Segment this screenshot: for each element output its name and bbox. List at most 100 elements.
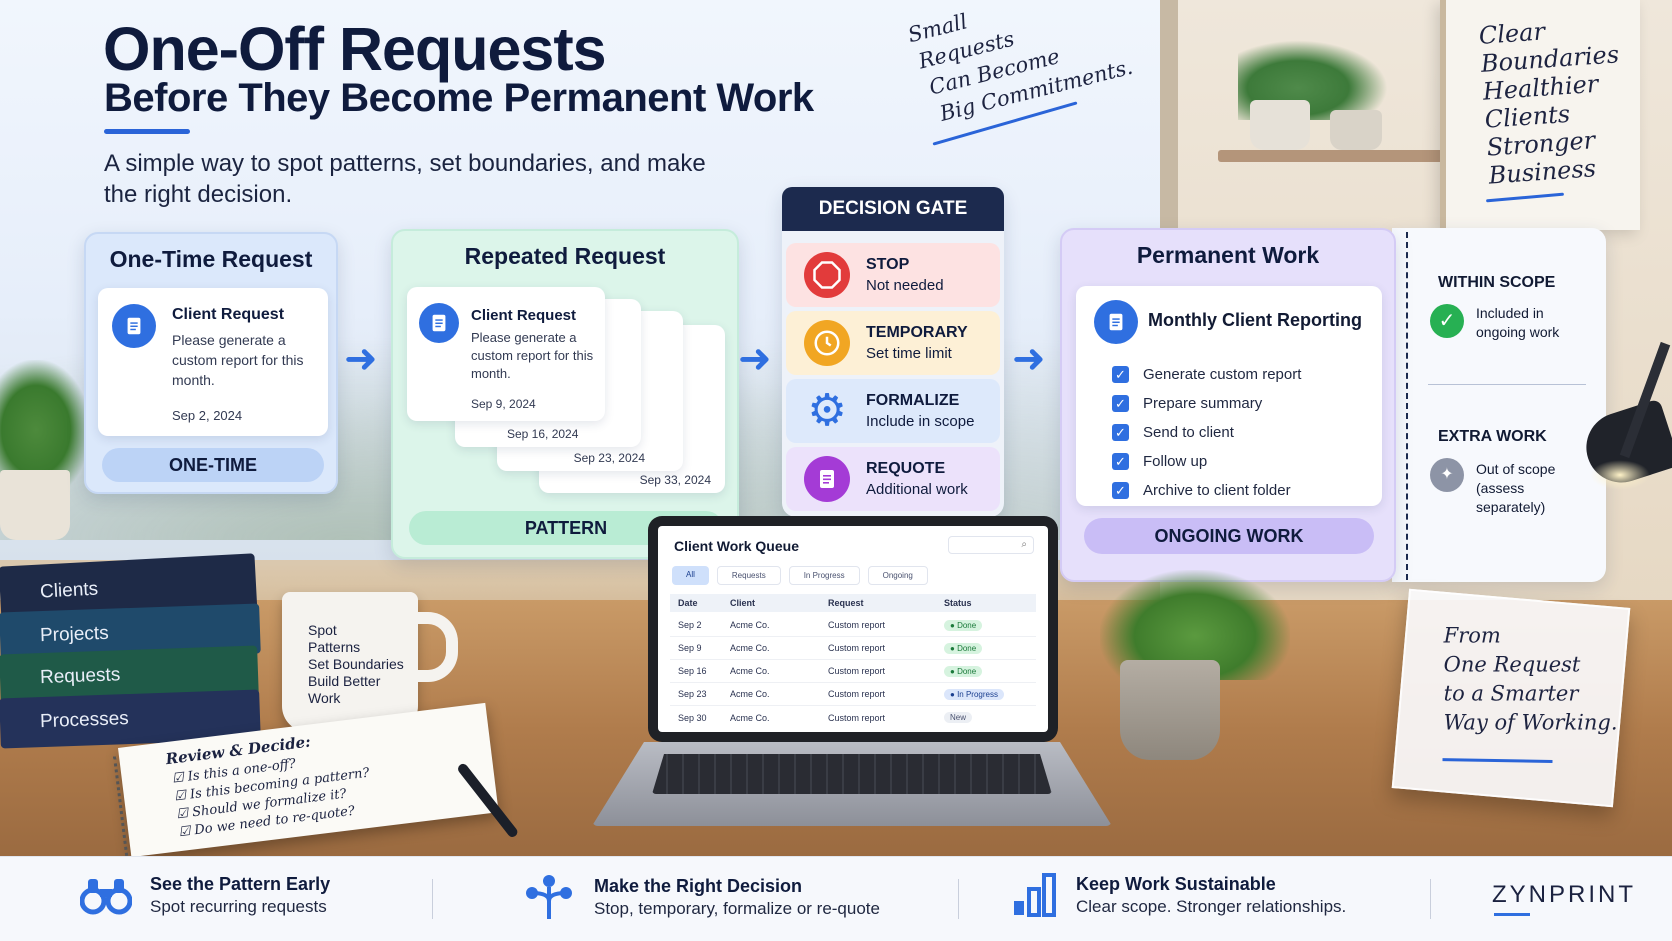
footer-sub: Clear scope. Stronger relationships. [1076, 896, 1347, 916]
table-row[interactable]: Sep 16 Acme Co. Custom report ● Done [670, 660, 1036, 683]
table-row[interactable]: Sep 23 Acme Co. Custom report ● In Progr… [670, 683, 1036, 706]
tab-all[interactable]: All [672, 566, 709, 585]
mug-line: Patterns [308, 639, 361, 655]
one-time-request-item[interactable]: Client Request Please generate a custom … [98, 288, 328, 436]
tab-in-progress[interactable]: In Progress [788, 566, 860, 585]
table-row[interactable]: Sep 9 Acme Co. Custom report ● Done [670, 637, 1036, 660]
wall-board [1440, 0, 1640, 230]
checkbox-checked-icon: ✓ [1112, 482, 1129, 499]
brand-underline [1494, 913, 1530, 916]
status-text: Done [957, 666, 977, 676]
request-date: Sep 33, 2024 [639, 473, 711, 487]
decision-gate-panel: DECISION GATE STOP Not needed TEMPORARY … [782, 187, 1004, 517]
repeated-heading: Repeated Request [464, 243, 666, 269]
cell-date: Sep 16 [678, 666, 707, 676]
decision-tree-icon [524, 873, 574, 921]
gate-option-temporary[interactable]: TEMPORARY Set time limit [786, 311, 1000, 375]
cell-client: Acme Co. [730, 666, 770, 676]
permanent-work-card: Permanent Work Monthly Client Reporting … [1060, 228, 1396, 582]
one-time-heading: One-Time Request [109, 246, 313, 272]
check-circle-icon: ✓ [1430, 304, 1464, 338]
task-label: Archive to client folder [1143, 482, 1291, 499]
stand-line: From [1443, 623, 1501, 648]
checkbox-checked-icon: ✓ [1112, 366, 1129, 383]
tab-requests[interactable]: Requests [716, 566, 781, 585]
table-row[interactable]: Sep 2 Acme Co. Custom report ● Done [670, 614, 1036, 637]
task-row[interactable]: ✓Prepare summary [1112, 389, 1301, 418]
status-badge: ● Done [944, 665, 983, 677]
footer-bar: See the Pattern Early Spot recurring req… [0, 856, 1672, 941]
footer-divider [958, 879, 959, 919]
column-header: Date [678, 598, 698, 608]
laptop: Client Work Queue ⌕ All Requests In Prog… [648, 516, 1058, 742]
cell-date: Sep 2 [678, 620, 702, 630]
table-row[interactable]: Sep 30 Acme Co. Custom report New [670, 706, 1036, 729]
column-header: Request [828, 598, 864, 608]
request-body: Please generate a custom report for this… [471, 330, 594, 381]
checkbox-checked-icon: ✓ [1112, 453, 1129, 470]
gate-option-formalize[interactable]: ⚙ FORMALIZE Include in scope [786, 379, 1000, 443]
stand-line: Way of Working. [1443, 710, 1618, 735]
queue-table-body: Sep 2 Acme Co. Custom report ● Done Sep … [670, 614, 1036, 729]
queue-tabs: All Requests In Progress Ongoing [672, 566, 928, 585]
footer-divider [432, 879, 433, 919]
gate-option-title: FORMALIZE [866, 392, 960, 409]
queue-search-input[interactable]: ⌕ [948, 536, 1034, 554]
arrow-right-icon: ➜ [738, 337, 772, 381]
gate-option-sub: Not needed [866, 277, 944, 294]
column-header: Client [730, 598, 756, 608]
arrow-right-icon: ➜ [344, 337, 378, 381]
task-row[interactable]: ✓Generate custom report [1112, 360, 1301, 389]
footer-item-decision: Make the Right Decision Stop, temporary,… [524, 873, 880, 921]
status-badge: New [944, 712, 973, 723]
request-title: Client Request [172, 306, 285, 323]
task-row[interactable]: ✓ Archive to client folder [1112, 476, 1301, 505]
footer-item-pattern: See the Pattern Early Spot recurring req… [79, 873, 330, 917]
mug-line: Set Boundaries [308, 656, 404, 672]
status-text: New [950, 713, 967, 722]
book-label: Processes [39, 708, 130, 733]
gate-option-stop[interactable]: STOP Not needed [786, 243, 1000, 307]
within-scope-text: Included in ongoing work [1476, 305, 1560, 340]
task-row[interactable]: ✓ Follow up [1112, 447, 1301, 476]
footer-sub: Stop, temporary, formalize or re-quote [594, 898, 880, 918]
task-label: Follow up [1143, 453, 1208, 470]
lead-text: A simple way to spot patterns, set bound… [104, 150, 706, 208]
status-text: Done [957, 643, 977, 653]
stacked-request-1[interactable]: Client Request Please generate a custom … [407, 287, 605, 421]
arrow-right-icon: ➜ [1012, 337, 1046, 381]
task-row[interactable]: ✓Send to client [1112, 418, 1301, 447]
monthly-reporting-title: Monthly Client Reporting [1148, 310, 1362, 330]
desk-plant-pot [1120, 660, 1220, 760]
document-icon [419, 303, 459, 343]
footer-title: Keep Work Sustainable [1076, 873, 1276, 894]
cell-request: Custom report [828, 643, 886, 653]
monthly-reporting-item[interactable]: Monthly Client Reporting ✓Generate custo… [1076, 286, 1382, 506]
left-plant-pot [0, 470, 70, 540]
acrylic-stand: From One Request to a Smarter Way of Wor… [1391, 588, 1631, 808]
mug-line: Build Better [308, 673, 381, 689]
gate-option-title: TEMPORARY [866, 324, 968, 341]
cell-request: Custom report [828, 689, 886, 699]
queue-title: Client Work Queue [674, 538, 799, 554]
mug-line: Spot [308, 622, 337, 638]
cell-client: Acme Co. [730, 689, 770, 699]
tab-ongoing[interactable]: Ongoing [867, 566, 928, 585]
coffee-mug: Spot Patterns Set Boundaries Build Bette… [282, 592, 418, 732]
cell-request: Custom report [828, 712, 886, 723]
gate-option-title: REQUOTE [866, 460, 946, 477]
gate-option-requote[interactable]: REQUOTE Additional work [786, 447, 1000, 511]
gate-option-sub: Additional work [866, 481, 968, 498]
scope-panel: WITHIN SCOPE ✓ Included in ongoing work … [1392, 228, 1606, 582]
cell-client: Acme Co. [730, 712, 770, 723]
request-date: Sep 2, 2024 [172, 408, 243, 423]
out-of-scope-icon: ✦ [1430, 458, 1464, 492]
repeated-request-card: Repeated Request Sep 33, 2024 Sep 23, 20… [391, 229, 739, 559]
cell-request: Custom report [828, 620, 886, 630]
checkbox-checked-icon: ✓ [1112, 424, 1129, 441]
footer-sub: Spot recurring requests [150, 896, 327, 916]
book-label: Requests [39, 664, 121, 689]
page-title: One-Off Requests [103, 15, 607, 83]
status-text: Done [957, 620, 977, 630]
shelf-plant-pot-2 [1330, 110, 1382, 150]
